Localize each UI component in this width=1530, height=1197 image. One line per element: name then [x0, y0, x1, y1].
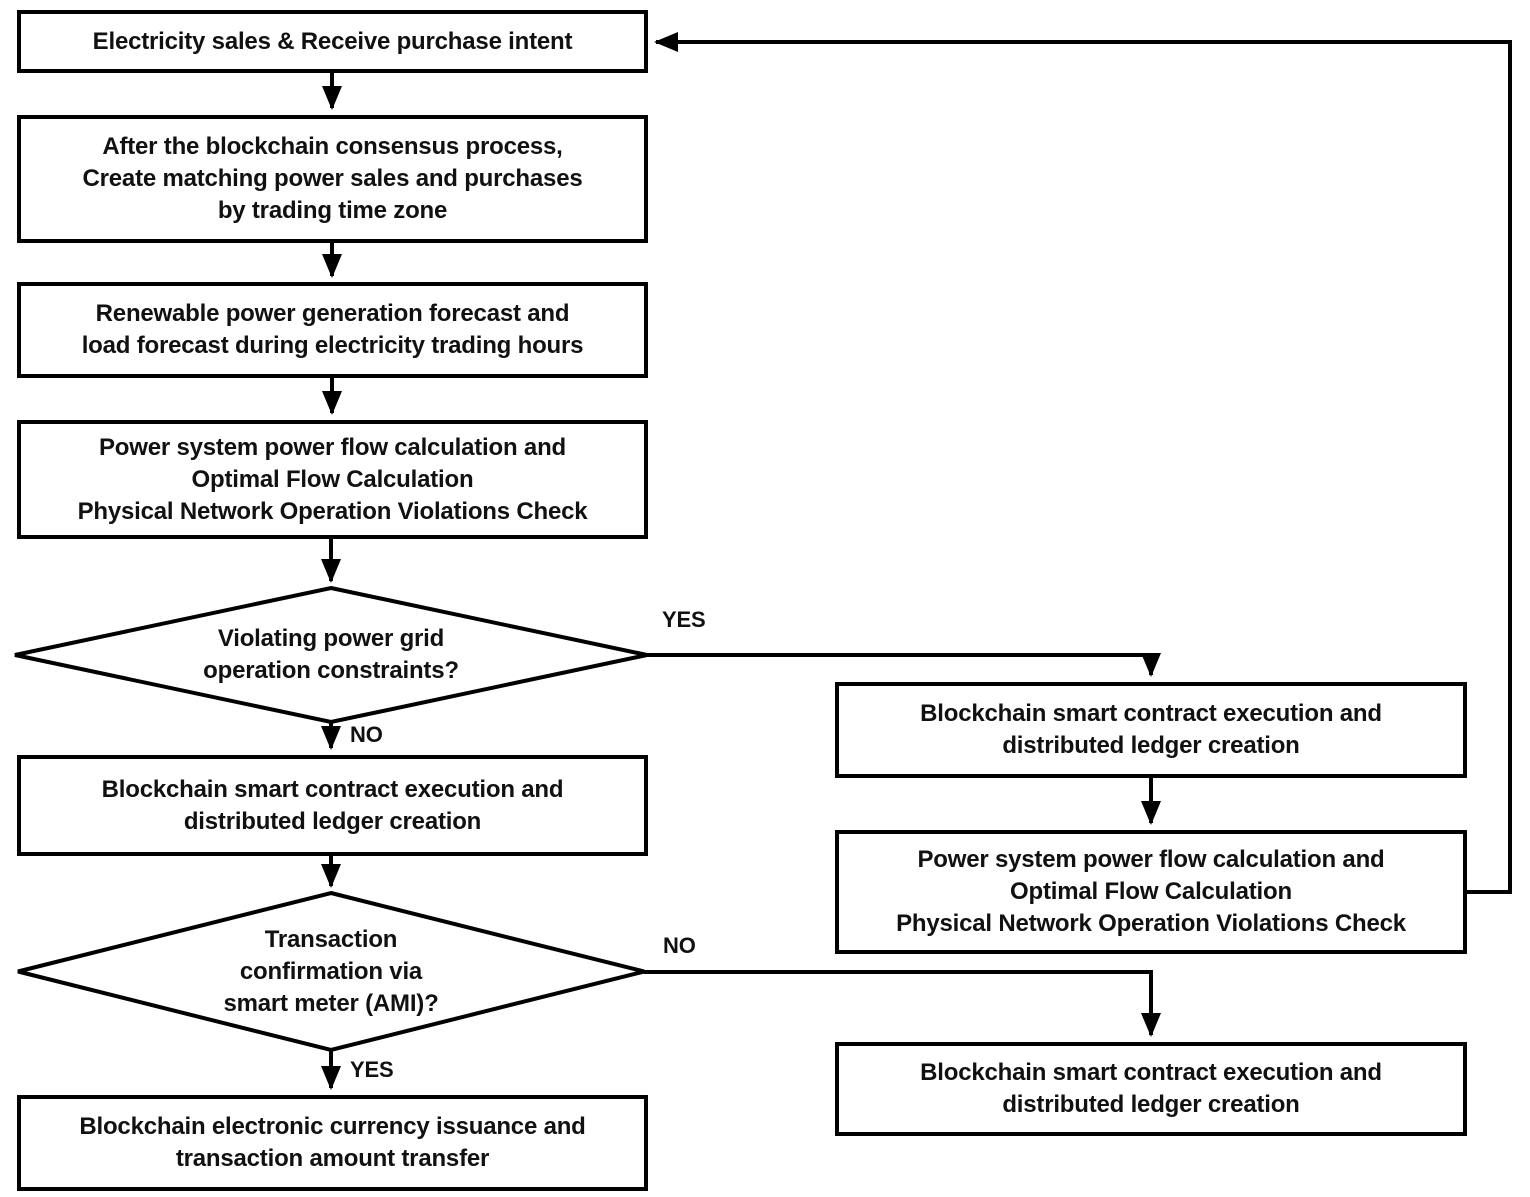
node-smart-contract-right-bottom-label: Blockchain smart contract execution and … [920, 1059, 1382, 1118]
node-smart-contract-right-top-label: Blockchain smart contract execution and … [920, 700, 1382, 759]
edge-feedback-to-sales [654, 32, 1512, 894]
node-smart-contract-left-label: Blockchain smart contract execution and … [101, 775, 564, 835]
edge-label-ami-yes: YES [350, 1057, 394, 1082]
edge-violation-yes-to-right-smartcontract [647, 653, 1161, 677]
node-smart-contract-left: Blockchain smart contract execution and … [17, 755, 648, 856]
node-consensus-matching: After the blockchain consensus process, … [17, 115, 648, 243]
node-electricity-sales-label: Electricity sales & Receive purchase int… [92, 27, 573, 55]
node-power-flow-right-label: Power system power flow calculation and … [896, 846, 1406, 937]
decision-ami-confirmation: Transaction confirmation via smart meter… [81, 900, 581, 1043]
node-power-flow-left: Power system power flow calculation and … [17, 420, 648, 539]
node-power-flow-right: Power system power flow calculation and … [835, 830, 1467, 954]
decision-violating-constraints-label: Violating power grid operation constrain… [203, 625, 459, 684]
decision-violating-constraints: Violating power grid operation constrain… [81, 600, 581, 710]
node-currency-issuance: Blockchain electronic currency issuance … [17, 1095, 648, 1191]
edge-label-ami-no: NO [663, 933, 696, 958]
decision-ami-confirmation-label: Transaction confirmation via smart meter… [223, 925, 439, 1017]
edge-ami-no-to-right-smartcontract-bottom [644, 970, 1161, 1037]
decision-ami-confirmation-shape [17, 890, 645, 1053]
decision-violating-constraints-shape [14, 585, 648, 725]
node-power-flow-left-label: Power system power flow calculation and … [77, 433, 588, 525]
node-currency-issuance-label: Blockchain electronic currency issuance … [79, 1113, 586, 1172]
edge-label-violation-no: NO [350, 722, 383, 747]
node-renewable-forecast-label: Renewable power generation forecast and … [81, 300, 584, 359]
node-electricity-sales: Electricity sales & Receive purchase int… [17, 10, 648, 73]
edge-label-violation-yes: YES [662, 607, 706, 632]
node-renewable-forecast: Renewable power generation forecast and … [17, 282, 648, 378]
node-smart-contract-right-bottom: Blockchain smart contract execution and … [835, 1042, 1467, 1136]
node-consensus-matching-label: After the blockchain consensus process, … [82, 133, 583, 224]
node-smart-contract-right-top: Blockchain smart contract execution and … [835, 682, 1467, 778]
